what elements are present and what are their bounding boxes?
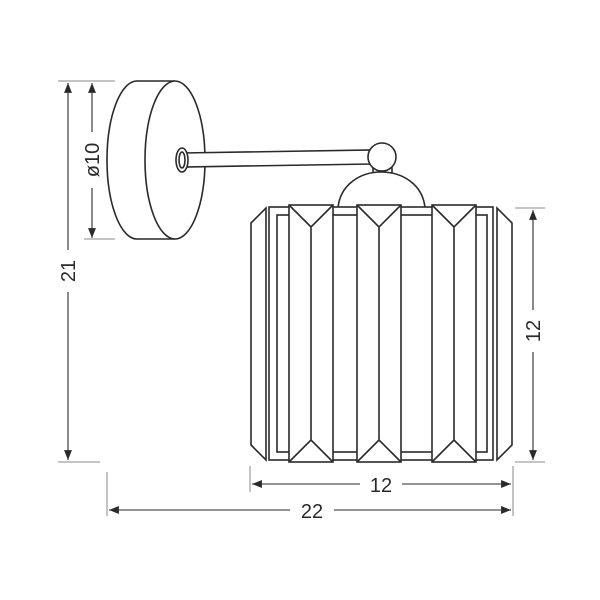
dimension-total-height: 21 [58, 80, 115, 463]
dimension-backplate-diameter: ø10 [82, 83, 115, 240]
crystal-prism [288, 204, 334, 463]
label-total-height: 21 [58, 260, 80, 282]
lamp-arm [175, 142, 397, 174]
label-total-depth: 22 [301, 501, 323, 523]
shade-holder-dome [337, 171, 426, 209]
crystal-prism [431, 204, 477, 463]
label-shade-width: 12 [370, 475, 392, 497]
dimension-shade-width: 12 [249, 466, 514, 516]
wall-backplate [106, 80, 206, 240]
label-backplate-diameter: ø10 [82, 143, 104, 177]
dimension-shade-height: 12 [515, 207, 545, 463]
side-crystal-left [250, 206, 267, 462]
label-shade-height: 12 [523, 320, 545, 342]
crystal-shade [250, 204, 513, 463]
side-crystal-right [496, 206, 513, 462]
crystal-prism [356, 204, 402, 463]
arm-joint-ball [367, 142, 397, 172]
dimension-total-depth: 22 [106, 472, 511, 523]
